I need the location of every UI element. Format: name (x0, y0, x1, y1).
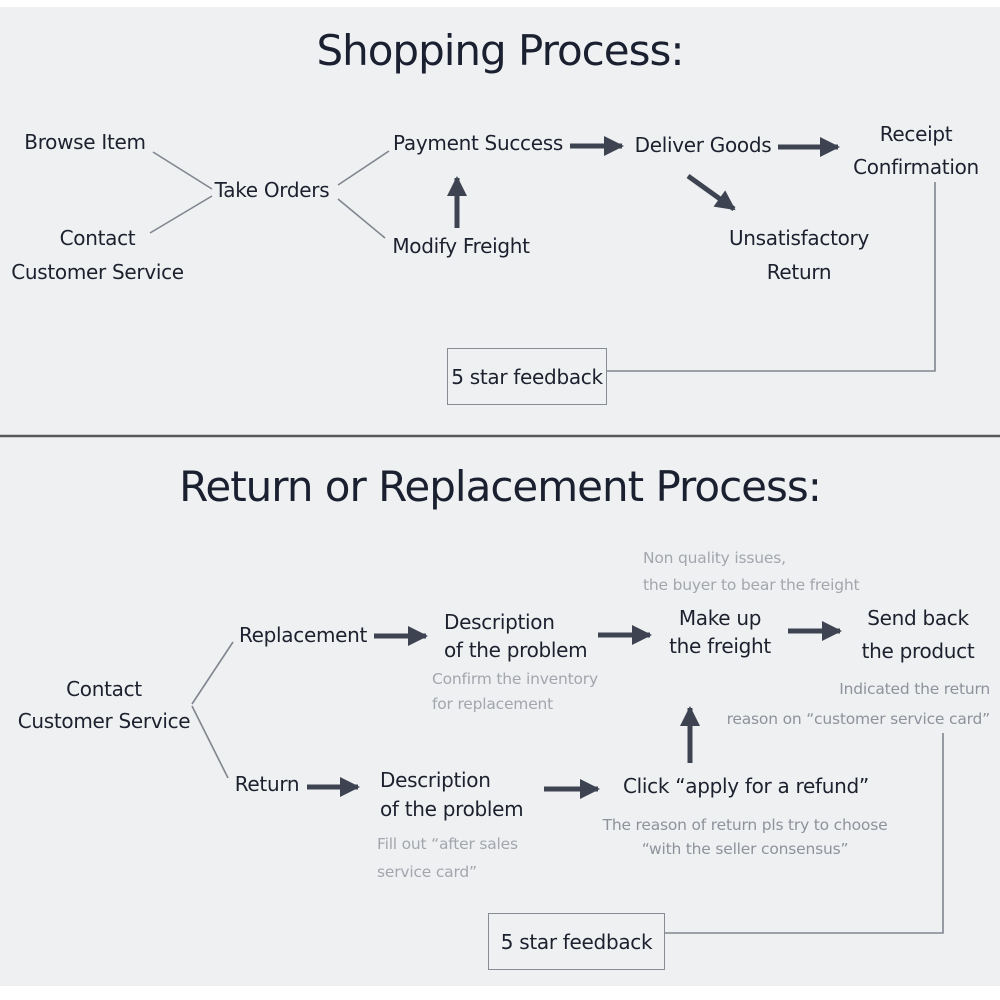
line-receipt-to-feedback (606, 182, 936, 372)
node-modify-freight: Modify Freight (392, 234, 530, 258)
node-send-back-product: Send back the product (861, 606, 975, 663)
bottom-white-strip (0, 986, 1000, 1000)
node-contact-customer-service: Contact Customer Service (11, 226, 184, 284)
node-deliver-goods: Deliver Goods (634, 133, 772, 157)
node-description-return: Description of the problem (380, 768, 524, 821)
note-reason-choose: The reason of return pls try to choose “… (602, 816, 888, 858)
node-receipt-confirmation: Receipt Confirmation (853, 122, 979, 179)
node-payment-success: Payment Success (393, 131, 563, 155)
line-takeorders-to-payment (337, 150, 390, 186)
return-process-title: Return or Replacement Process: (179, 462, 822, 511)
node-description-replacement: Description of the problem (444, 610, 588, 662)
node-browse-item: Browse Item (24, 130, 146, 154)
node-return: Return (234, 772, 300, 796)
note-indicated-return: Indicated the return reason on “customer… (726, 680, 991, 728)
feedback-box-return: 5 star feedback (488, 913, 665, 970)
node-take-orders: Take Orders (214, 178, 330, 202)
shopping-process-title: Shopping Process: (316, 26, 684, 75)
line-browse-to-takeorders (152, 151, 213, 190)
line-contact2-to-return (191, 705, 229, 779)
note-confirm-inventory: Confirm the inventory for replacement (432, 670, 598, 713)
line-sendback-to-feedback (664, 733, 944, 934)
note-fill-out: Fill out “after sales service card” (377, 835, 518, 881)
node-click-apply-refund: Click “apply for a refund” (623, 774, 869, 798)
node-unsatisfactory-return: Unsatisfactory Return (728, 226, 870, 284)
line-contact2-to-replacement (191, 641, 234, 705)
note-non-quality: Non quality issues, the buyer to bear th… (643, 549, 860, 594)
line-takeorders-to-modifyfreight (337, 198, 386, 239)
node-contact-customer-service-2: Contact Customer Service (17, 677, 191, 733)
arrow-deliver-to-unsatisfactory (686, 173, 736, 212)
line-contact-to-takeorders (149, 195, 213, 234)
node-make-up-freight: Make up the freight (669, 606, 771, 658)
node-replacement: Replacement (238, 623, 368, 647)
top-white-strip (0, 0, 1000, 7)
feedback-box-shopping: 5 star feedback (447, 348, 607, 405)
